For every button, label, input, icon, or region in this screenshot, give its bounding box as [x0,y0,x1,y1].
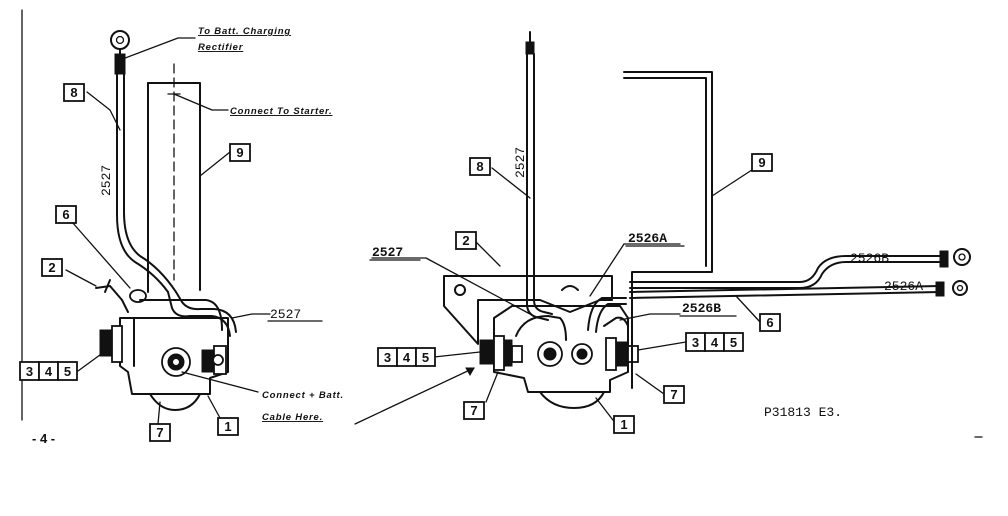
note-batt-charging: To Batt. Charging [198,26,291,37]
callout-9-right: 9 [751,153,773,172]
leader-345-right-right [637,341,687,351]
leader-6-right [735,295,761,323]
svg-text:8: 8 [70,85,77,100]
callout-345-right-a: 3 4 5 [377,347,436,367]
note-connect-batt: Connect + Batt. [262,390,344,401]
svg-text:9: 9 [758,155,765,170]
callout-1-left: 1 [217,417,239,436]
bracket-left [95,285,129,313]
solenoid-body-right [493,305,629,393]
leader-7-right-a [485,371,499,403]
leader-1 [207,395,221,419]
leader-cable-cross [354,367,475,425]
svg-text:5: 5 [730,335,737,350]
solenoid-body [119,317,229,395]
callout-345-left: 3 4 5 [19,361,78,381]
wire-label-2527-left: 2527 [270,307,301,322]
svg-text:4: 4 [403,350,411,365]
svg-text:2: 2 [48,260,55,275]
svg-text:2: 2 [462,233,469,248]
wire-label-2526B: 2526B [850,251,889,266]
cable-2526A [629,285,941,293]
leader-cable [181,371,259,393]
leader-345 [77,351,105,372]
ring-terminal-2526A-icon [952,280,968,296]
svg-text:6: 6 [766,315,773,330]
callout-7-left: 7 [149,423,171,442]
svg-text:8: 8 [476,159,483,174]
leader-7-right-b [635,373,665,395]
svg-text:7: 7 [470,403,477,418]
svg-text:3: 3 [26,364,33,379]
wire-label-2527-right: 2527 [372,245,403,260]
nut-stack-left [99,329,113,357]
callout-8-left: 8 [63,83,85,102]
svg-text:4: 4 [45,364,53,379]
ring-terminal-icon [110,30,130,50]
callout-1-right: 1 [613,415,635,434]
wire-label-2526B-lower: 2526B [682,301,721,316]
leader-2527 [231,313,271,319]
callout-9-left: 9 [229,143,251,162]
leader-2527-right [371,257,531,315]
leader-9-right [711,165,759,197]
nut-stack-right-a [479,339,495,365]
callout-6-left: 6 [55,205,77,224]
leader-9 [199,151,231,177]
note-rectifier: Rectifier [198,42,244,53]
wire-label-2526A: 2526A [884,279,923,294]
right-solenoid-view: 2527 2527 2526A 2526B 2526B 2526A 8 9 2 … [354,31,971,434]
leader-345-left-right [433,351,481,358]
svg-text:1: 1 [620,417,627,432]
wire-2527-right [526,53,549,321]
cable-2526B [629,255,945,283]
leader-7 [157,401,161,425]
callout-6-right: 6 [759,313,781,332]
drawing-number: P31813 E3. [764,405,842,420]
svg-text:6: 6 [62,207,69,222]
note-cable-here: Cable Here. [262,412,323,423]
svg-text:7: 7 [156,425,163,440]
left-solenoid-view: To Batt. Charging Rectifier Connect To S… [19,26,344,442]
callout-2-left: 2 [41,258,63,277]
starter-rod [623,71,713,297]
ring-terminal-2526B-icon [953,248,971,266]
callout-8-right: 8 [469,157,491,176]
wire-2527-left [116,73,169,293]
svg-text:9: 9 [236,145,243,160]
leader-2-right [473,239,501,267]
page-number: - 4 - [32,431,55,446]
leader-8 [86,91,121,131]
svg-text:5: 5 [64,364,71,379]
leader-2 [65,269,97,287]
wire-label-2526A-top: 2526A [628,231,667,246]
svg-text:3: 3 [692,335,699,350]
note-connect-starter: Connect To Starter. [230,106,332,117]
leader-2526B-right [619,313,681,321]
svg-text:5: 5 [422,350,429,365]
page-margin-marks [21,9,983,438]
svg-text:3: 3 [384,350,391,365]
callout-2-right: 2 [455,231,477,250]
leader-2526A-right [589,243,681,297]
callout-7-right-a: 7 [463,401,485,420]
nut-stack-right-b [605,337,617,371]
callout-7-right-b: 7 [663,385,685,404]
svg-text:7: 7 [670,387,677,402]
leader-batt [119,37,196,61]
leader-starter [173,93,229,111]
svg-text:4: 4 [711,335,719,350]
leader-8-right [491,167,531,199]
wire-label-vertical-left: 2527 [99,165,114,196]
leader-1-right [595,397,617,425]
wire-label-vertical-right: 2527 [513,147,528,178]
svg-text:1: 1 [224,419,231,434]
leader-6 [71,221,131,289]
callout-345-right-b: 3 4 5 [685,332,744,352]
starter-tube [147,82,201,291]
